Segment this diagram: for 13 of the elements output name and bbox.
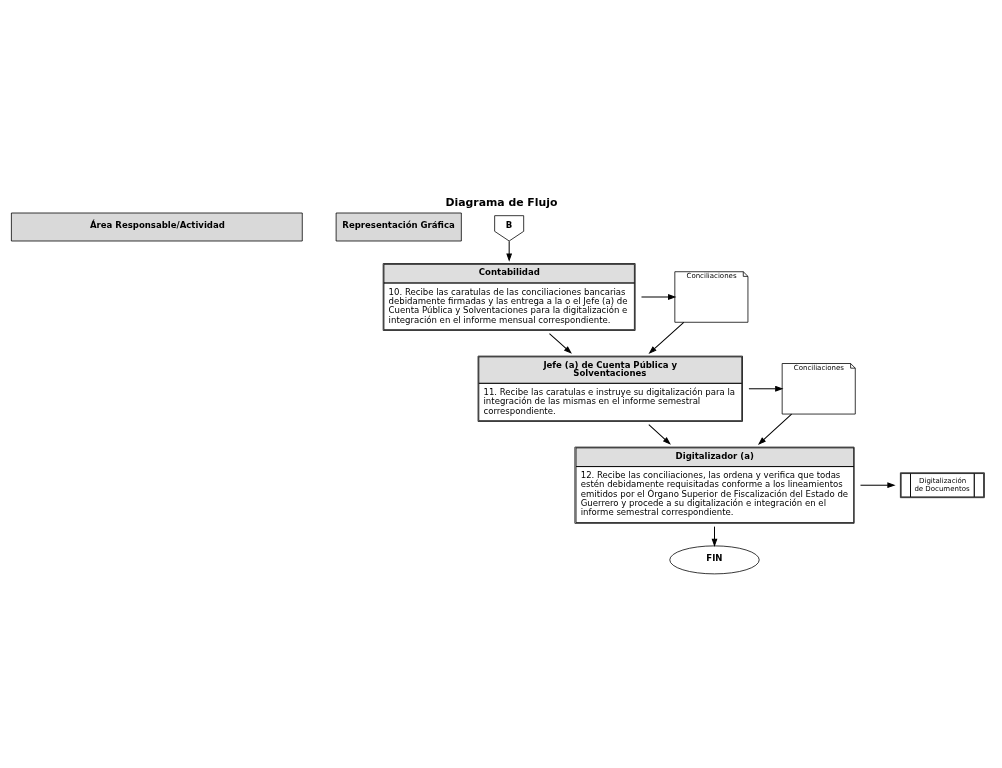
- arrow: [548, 332, 572, 354]
- arrow: [640, 293, 677, 300]
- arrow: [860, 481, 896, 488]
- arrow: [506, 240, 513, 262]
- label: Representación Gráfica: [342, 219, 455, 230]
- arrow: [648, 423, 671, 445]
- arrow: [648, 321, 685, 354]
- arrow: [757, 413, 793, 445]
- label: Área Responsable/Actividad: [89, 219, 225, 230]
- diagram-title: Diagrama de Flujo: [445, 195, 558, 209]
- arrow: [748, 385, 784, 392]
- node-ellipse: FIN: [669, 545, 760, 574]
- arrow: [711, 525, 718, 547]
